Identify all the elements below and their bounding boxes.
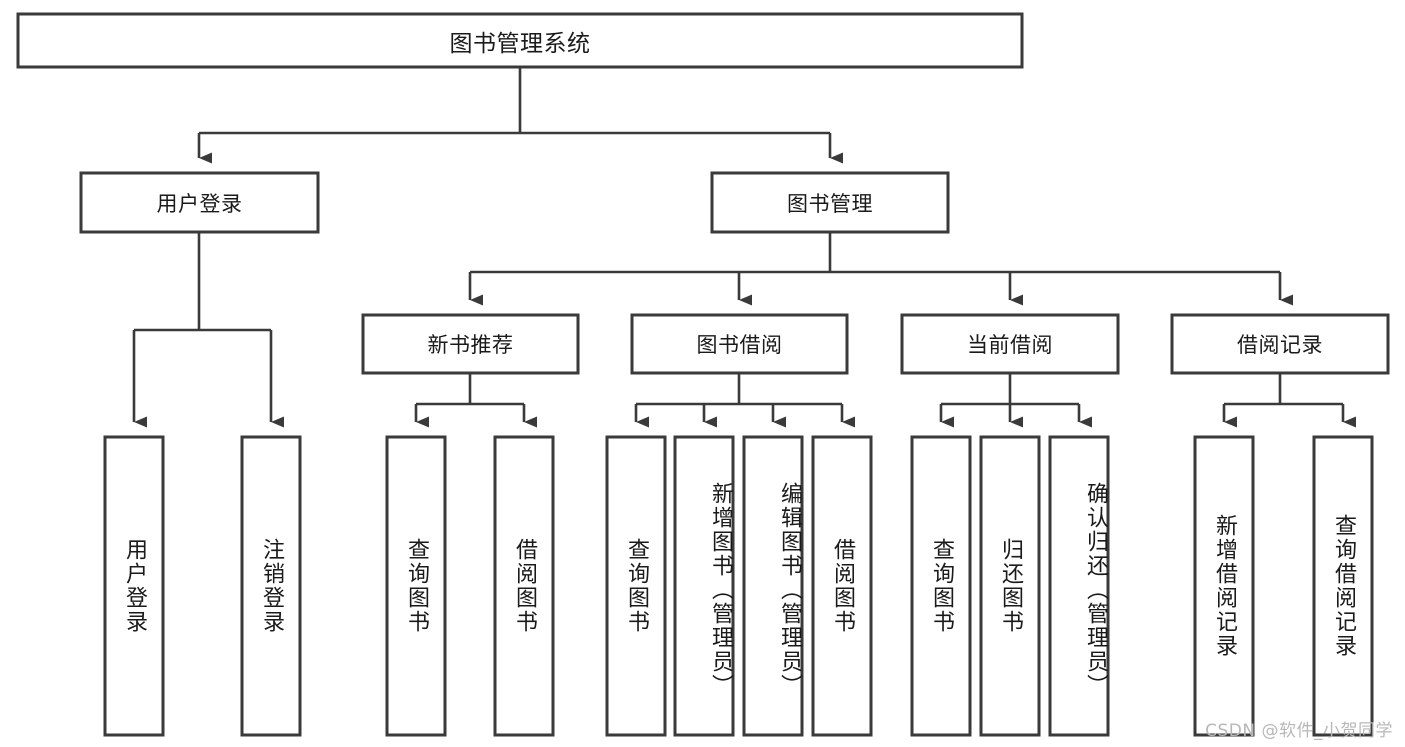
node-box-leaf-borrow-book-2[interactable] [811,435,873,737]
node-box-leaf-query-book-3[interactable] [910,435,972,737]
node-box-layer [16,12,1390,737]
node-box-leaf-edit-book[interactable] [742,435,804,737]
node-box-leaf-query-record[interactable] [1312,435,1374,737]
node-box-leaf-query-book-2[interactable] [605,435,667,737]
node-box-leaf-query-book-1[interactable] [385,435,447,737]
node-box-leaf-confirm-return[interactable] [1048,435,1110,737]
node-box-leaf-add-record[interactable] [1193,435,1255,737]
node-box-leaf-borrow-book-1[interactable] [493,435,555,737]
node-box-leaf-return-book[interactable] [979,435,1041,737]
node-box-book-management[interactable] [710,171,950,234]
node-box-leaf-user-login[interactable] [103,435,165,737]
node-box-leaf-add-book[interactable] [673,435,735,737]
node-box-book-borrow[interactable] [630,313,849,375]
node-box-root[interactable] [16,12,1024,69]
node-box-borrow-record[interactable] [1170,313,1390,375]
node-box-new-book-recommend[interactable] [361,313,580,375]
node-box-current-borrow[interactable] [900,313,1120,375]
csdn-watermark: CSDN @软件_小贺同学 [1205,721,1393,741]
node-box-leaf-logout[interactable] [240,435,302,737]
connector-layer [132,67,1356,428]
node-box-user-login[interactable] [79,171,320,234]
